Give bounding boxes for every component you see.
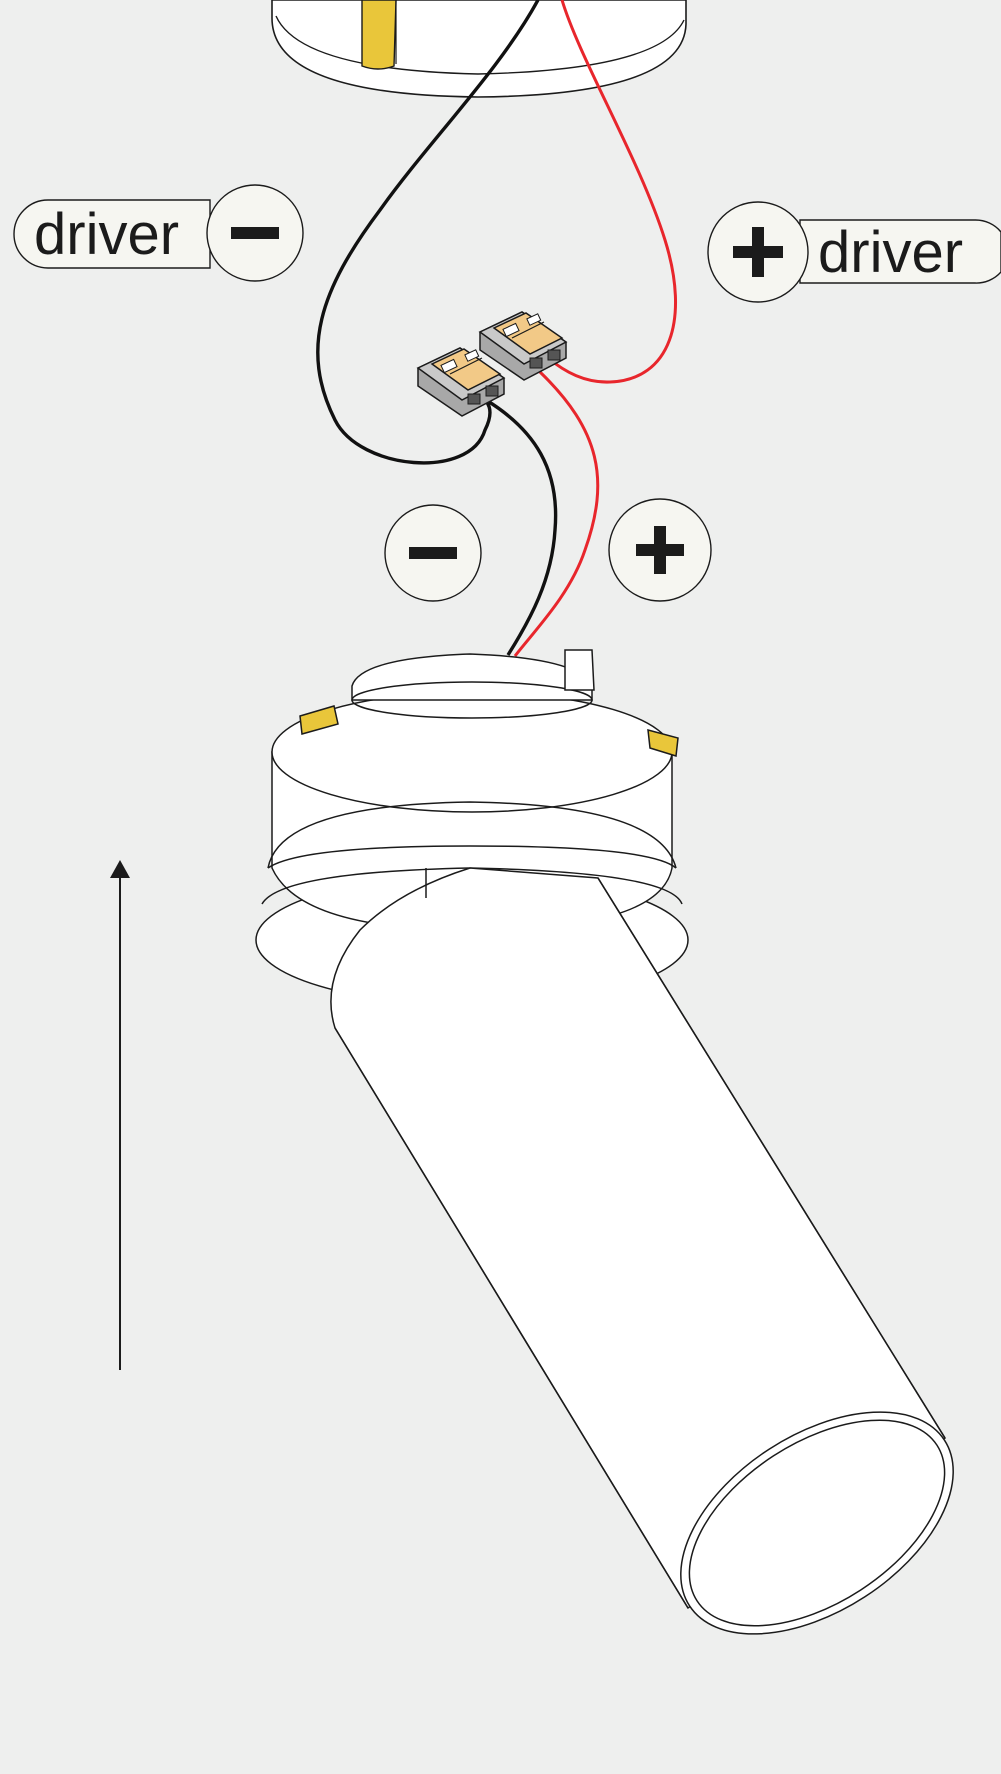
- minus-icon: [409, 547, 457, 559]
- fixture-minus-badge: [384, 504, 482, 602]
- driver-negative-wire: [316, 0, 540, 465]
- driver-positive-wire: [547, 0, 677, 384]
- fixture-positive-wire: [513, 370, 600, 657]
- spring-clip-right: [647, 728, 679, 757]
- up-arrow-icon: [110, 860, 130, 1370]
- driver-plus-label: driver: [707, 201, 1001, 303]
- fixture-tube: [330, 867, 947, 1610]
- fixture-plus-badge: [608, 498, 712, 602]
- lever-connector-left: [416, 347, 506, 417]
- minus-icon: [231, 227, 279, 239]
- fixture-negative-wire: [485, 398, 558, 656]
- spring-clip-left: [299, 705, 339, 735]
- driver-minus-label: driver: [13, 184, 304, 282]
- light-fixture: [255, 649, 954, 1635]
- fixture-tube-opening: [680, 1411, 954, 1635]
- driver-plus-text: driver: [818, 220, 963, 285]
- wires: [316, 0, 677, 657]
- ceiling-mount: [271, 0, 687, 98]
- lever-connector-right: [478, 311, 568, 381]
- driver-minus-text: driver: [34, 202, 179, 267]
